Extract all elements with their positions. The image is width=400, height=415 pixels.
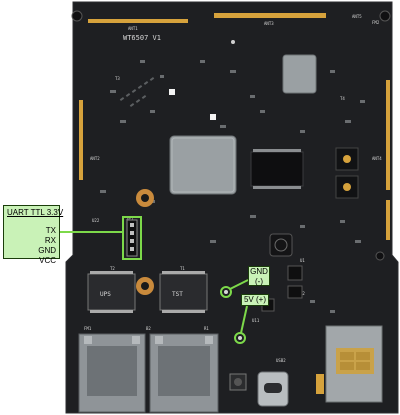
ethernet-transformer: [87, 273, 136, 311]
silk-label: U2: [300, 291, 305, 296]
uart-pin-rx: RX: [44, 236, 56, 245]
gnd-label: GND (-): [248, 266, 270, 286]
ram-chip: [250, 151, 304, 187]
via: [231, 40, 235, 44]
uart-title: UART TTL 3.3V: [7, 208, 64, 217]
antenna-pad: [386, 80, 390, 190]
uart-header-highlight: [122, 216, 142, 260]
silk-label: B2: [146, 326, 151, 331]
board-model-text: WT6507 V1: [123, 34, 161, 42]
ram-pins: [253, 149, 301, 189]
antenna-label: ANT3: [264, 21, 274, 26]
silk-label: T1: [180, 266, 185, 271]
5v-label-text: 5V (+): [243, 295, 266, 304]
secondary-heatsink: [282, 54, 317, 94]
mounting-hole: [379, 10, 391, 22]
5v-connector-line: [240, 305, 248, 334]
uart-pin-gnd: GND: [38, 246, 56, 255]
silk-label: U11: [252, 318, 260, 323]
silk-label: FM1: [84, 326, 92, 331]
antenna-pad: [386, 200, 390, 240]
transformer-text: UPS: [100, 291, 111, 298]
5v-label: 5V (+): [241, 294, 269, 306]
silk-label: FM2: [372, 20, 380, 25]
soc-heatsink: [169, 135, 237, 195]
silk-label: T2: [110, 266, 115, 271]
antenna-label: ANT5: [352, 14, 362, 19]
silk-label: R1: [204, 326, 209, 331]
silk-label: U22: [92, 218, 100, 223]
silk-label: USB2: [276, 358, 286, 363]
ic-chip: [287, 265, 303, 281]
mounting-hole: [375, 251, 385, 261]
antenna-pad: [79, 100, 83, 180]
antenna-label: ANT4: [372, 156, 382, 161]
ic-chip: [287, 285, 303, 299]
white-marker: [169, 89, 175, 95]
silk-label: T3: [115, 76, 120, 81]
diagonal-component-array: [119, 77, 155, 107]
white-marker: [210, 114, 216, 120]
ethernet-transformer: [159, 273, 208, 311]
uart-pin-vcc: VCC: [39, 256, 56, 265]
antenna-pad: [214, 13, 326, 18]
antenna-label: ANT2: [90, 156, 100, 161]
antenna-pad: [88, 19, 188, 23]
uart-header: [126, 219, 138, 257]
gnd-label-line2: (-): [255, 277, 263, 286]
silk-label: T4: [340, 96, 345, 101]
uart-pinout-label: UART TTL 3.3V TX RX GND VCC: [3, 205, 64, 265]
silk-label: U1: [300, 258, 305, 263]
smd-components: [100, 60, 365, 313]
power-inductor: [269, 233, 293, 257]
transformer-text: TST: [172, 291, 183, 298]
gnd-connector-line: [229, 279, 249, 290]
uart-pin-tx: TX: [45, 226, 56, 235]
pcb-board: [65, 1, 399, 414]
antenna-label: ANT1: [128, 26, 138, 31]
mounting-hole: [71, 10, 83, 22]
gnd-label-line1: GND: [250, 267, 268, 276]
silk-label: JP1: [126, 216, 134, 221]
